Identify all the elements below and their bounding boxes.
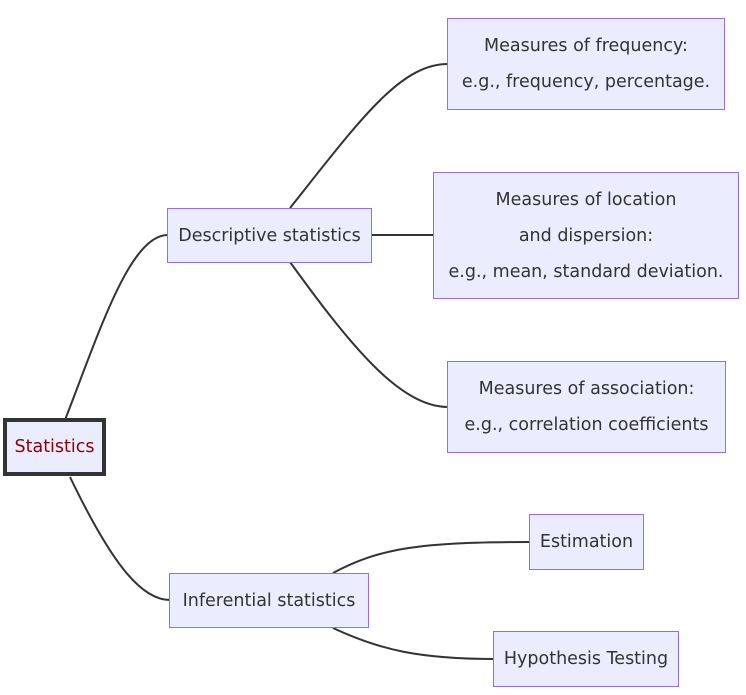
node-hypothesis-testing[interactable]: Hypothesis Testing bbox=[493, 631, 679, 687]
node-line: Measures of association: bbox=[478, 379, 695, 399]
node-line: Measures of location bbox=[495, 189, 677, 210]
edge-descriptive-association bbox=[289, 261, 449, 408]
root-node-statistics[interactable]: Statistics bbox=[3, 418, 106, 476]
node-line: Hypothesis Testing bbox=[503, 649, 669, 669]
edge-inferential-estimation bbox=[332, 541, 531, 574]
node-measures-of-association[interactable]: Measures of association: e.g., correlati… bbox=[447, 361, 726, 453]
node-measures-of-frequency[interactable]: Measures of frequency: e.g., frequency, … bbox=[447, 18, 725, 110]
node-line: and dispersion: bbox=[518, 225, 654, 246]
root-node-label: Statistics bbox=[14, 437, 95, 457]
node-measures-of-location-dispersion[interactable]: Measures of location and dispersion: e.g… bbox=[433, 172, 739, 299]
node-line: e.g., frequency, percentage. bbox=[461, 72, 711, 92]
node-label: Descriptive statistics bbox=[178, 225, 361, 246]
edge-root-inferential bbox=[69, 476, 171, 601]
node-line: Measures of frequency: bbox=[484, 36, 688, 56]
node-line: e.g., correlation coefficients bbox=[464, 415, 709, 435]
node-line: Estimation bbox=[539, 532, 634, 552]
node-inferential-statistics[interactable]: Inferential statistics bbox=[169, 573, 369, 628]
edge-root-descriptive bbox=[64, 234, 169, 421]
edge-inferential-hypothesis bbox=[332, 627, 496, 660]
node-descriptive-statistics[interactable]: Descriptive statistics bbox=[167, 208, 372, 263]
node-estimation[interactable]: Estimation bbox=[529, 514, 644, 570]
node-line: e.g., mean, standard deviation. bbox=[448, 261, 724, 282]
node-label: Inferential statistics bbox=[182, 590, 356, 611]
edge-descriptive-frequency bbox=[289, 63, 449, 209]
